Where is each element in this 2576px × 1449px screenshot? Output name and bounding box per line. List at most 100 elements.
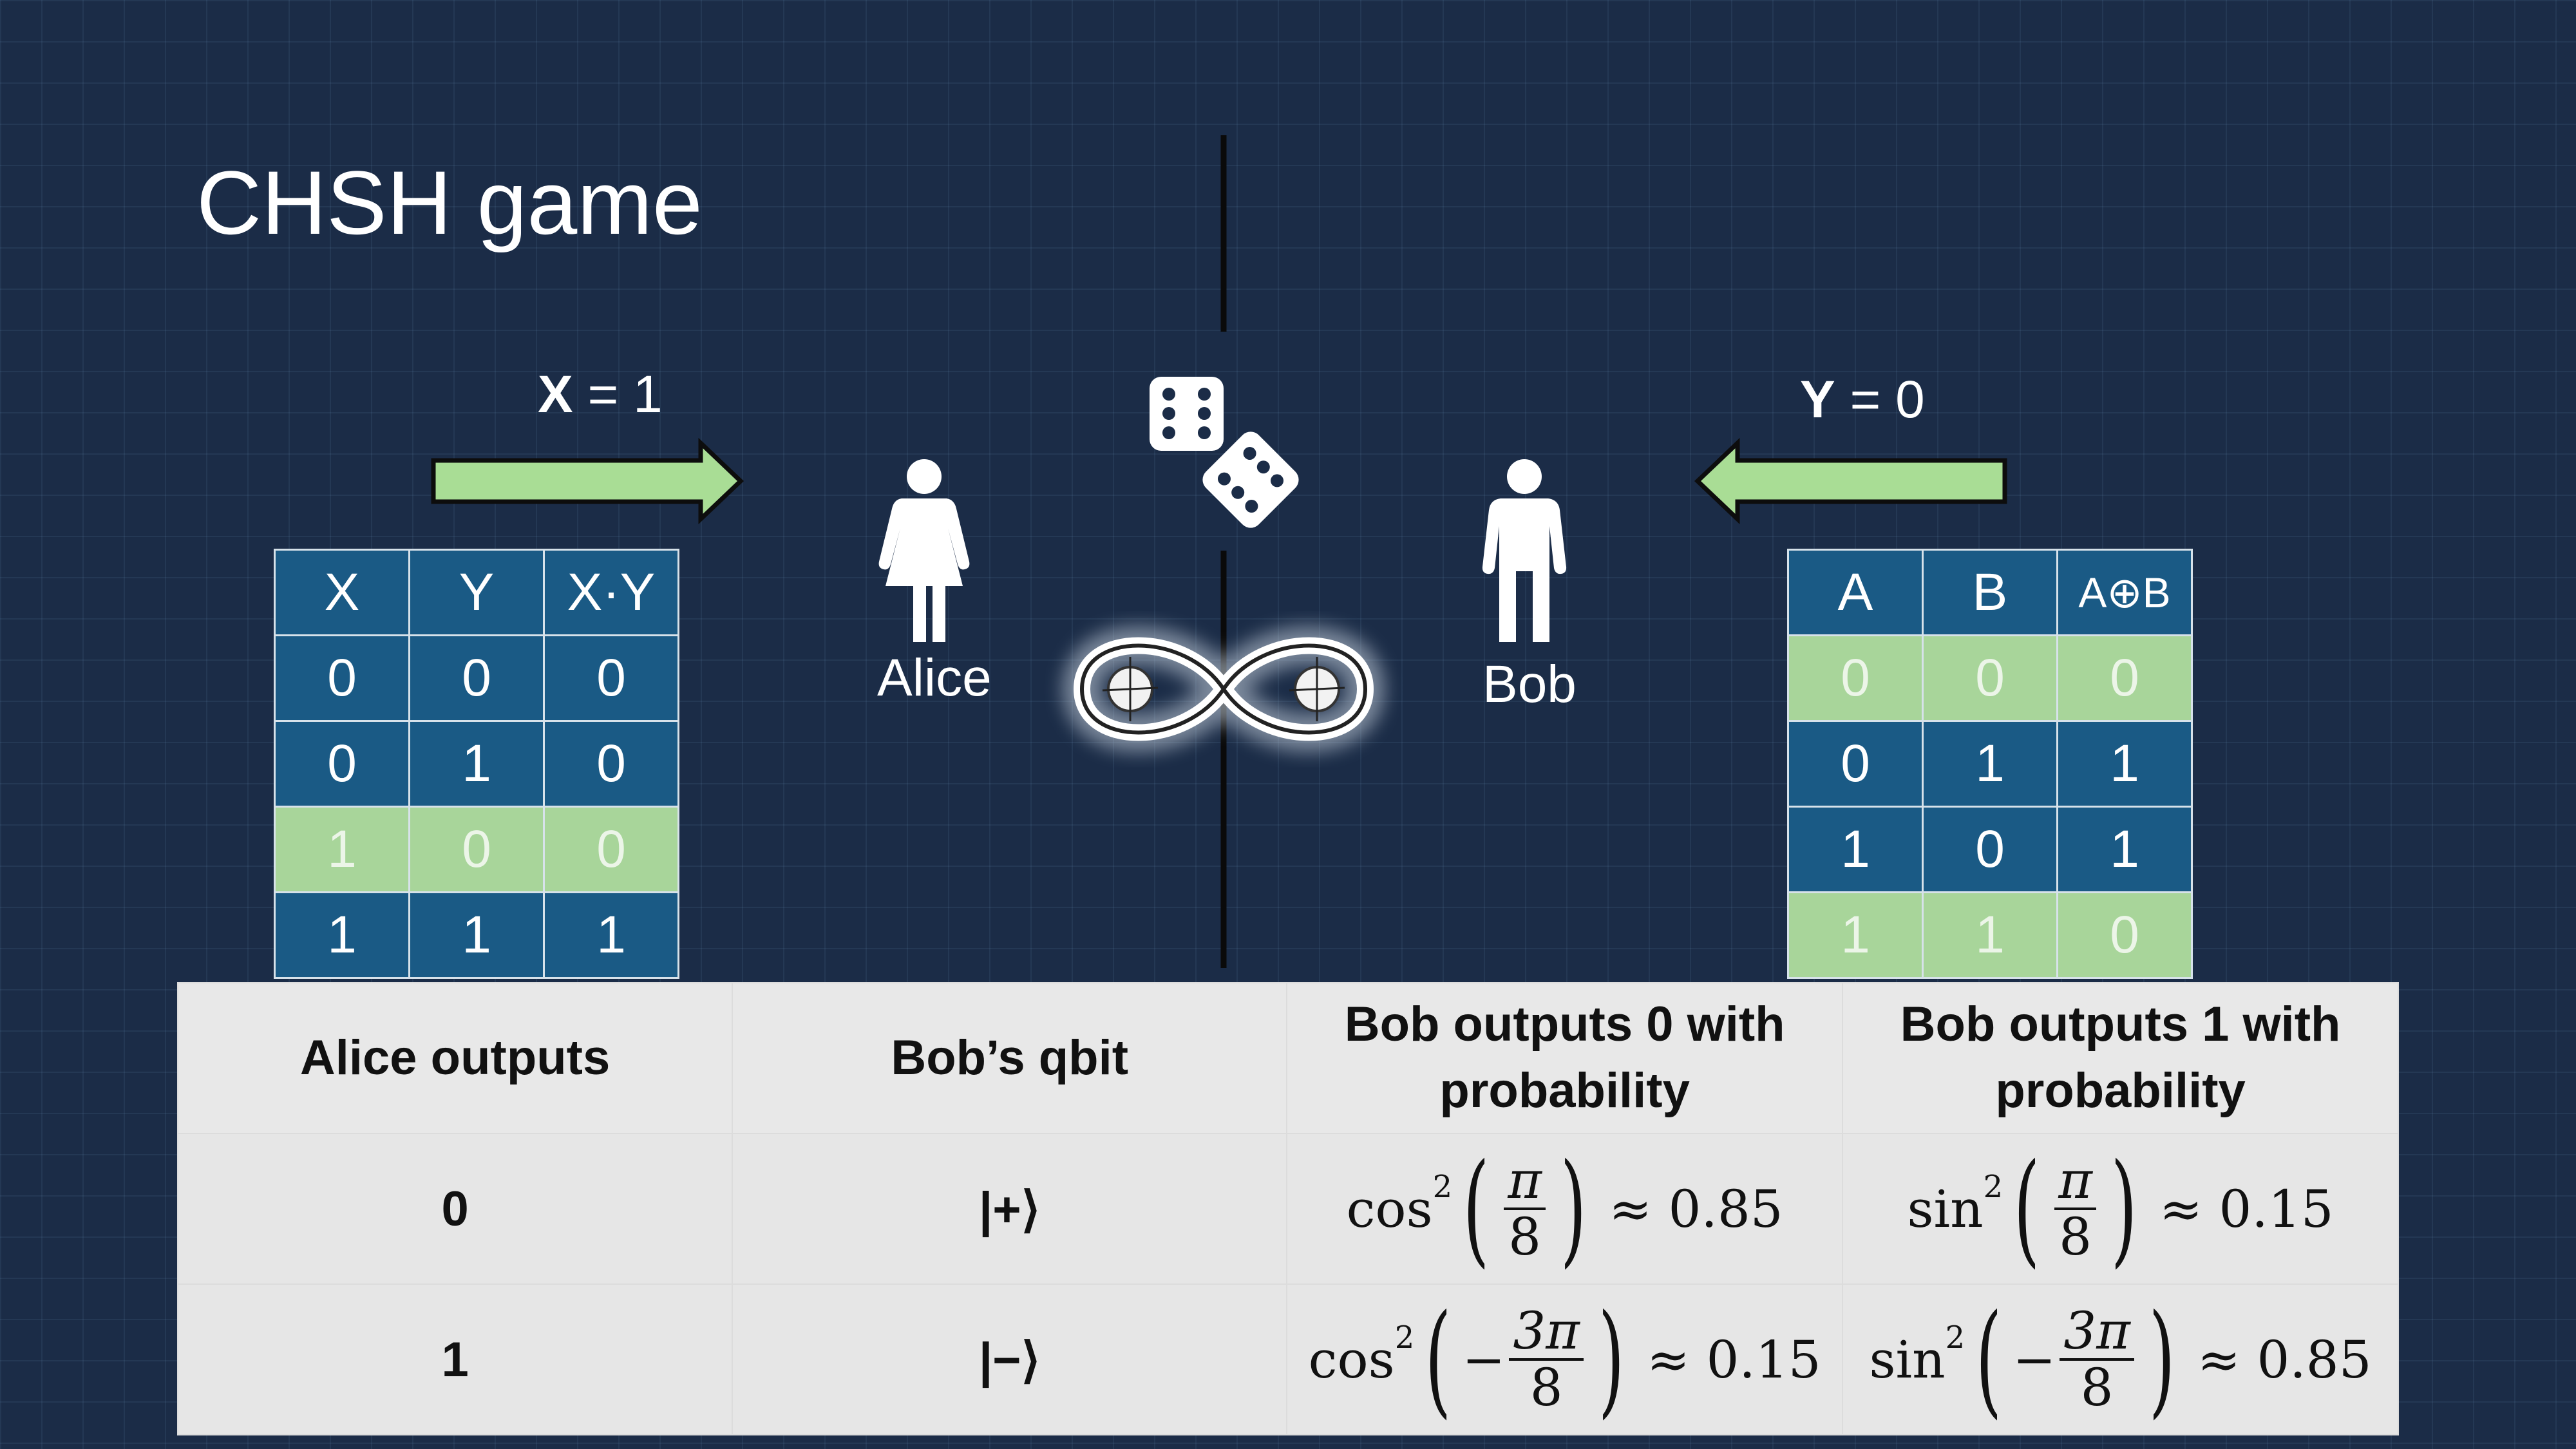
table-cell: 0 — [1787, 634, 1924, 722]
header-alice-outputs: Alice outputs — [176, 982, 734, 1134]
table-row-highlighted: 1 1 0 — [1787, 891, 2193, 979]
denominator: 8 — [1530, 1358, 1563, 1417]
y-input-label: Y = 0 — [1800, 374, 1925, 426]
table-cell: 1 — [1922, 720, 2058, 808]
approx-value: ≈ 0.15 — [2159, 1179, 2334, 1239]
paren-close: ) — [2148, 1288, 2175, 1430]
table-row-highlighted: 1 0 0 — [274, 806, 679, 893]
slide-title: CHSH game — [196, 152, 703, 253]
alice-output-cell: 1 — [176, 1283, 734, 1435]
xy-truth-table: X Y X·Y 0 0 0 0 1 0 1 0 0 1 1 1 — [274, 549, 679, 979]
bob-qbit-cell: |+⟩ — [732, 1133, 1288, 1285]
numerator: π — [2054, 1153, 2096, 1210]
numerator: π — [1504, 1153, 1546, 1210]
alice-name: Alice — [877, 649, 992, 707]
y-var: Y — [1800, 370, 1835, 429]
y-value: = 0 — [1835, 370, 1925, 429]
exponent: 2 — [1432, 1169, 1453, 1205]
dice-icon — [1150, 377, 1299, 528]
table-row: 0 1 0 — [274, 720, 679, 808]
table-header-row: X Y X·Y — [274, 549, 679, 636]
header-cell: A — [1787, 549, 1924, 636]
table-cell: 0 — [1787, 720, 1924, 808]
left-arrow — [1694, 438, 2007, 525]
entangled-qubits-icon — [1062, 626, 1385, 752]
x-input-label: X = 1 — [538, 368, 663, 421]
header-bob-qbit: Bob’s qbit — [732, 982, 1288, 1134]
table-cell: 1 — [408, 720, 545, 808]
header-cell: Y — [408, 549, 545, 636]
bob-name: Bob — [1482, 655, 1577, 714]
alice-person-icon — [878, 459, 970, 642]
table-cell: 0 — [2056, 634, 2193, 722]
table-cell: 1 — [1787, 891, 1924, 979]
table-cell: 0 — [1922, 806, 2058, 893]
x-var: X — [538, 365, 573, 424]
table-cell: 1 — [1922, 891, 2058, 979]
paren-close: ) — [2110, 1137, 2137, 1280]
probability-table: Alice outputs Bob’s qbit Bob outputs 0 w… — [176, 982, 2399, 1435]
table-row: 1 1 1 — [274, 891, 679, 979]
approx-value: ≈ 0.85 — [2197, 1329, 2372, 1390]
table-cell: 1 — [2056, 720, 2193, 808]
fn: sin — [1907, 1179, 1984, 1239]
denominator: 8 — [1508, 1207, 1542, 1267]
header-text: Bob outputs 0 with probability — [1344, 997, 1785, 1118]
table-cell: 1 — [274, 806, 410, 893]
paren-close: ) — [1560, 1137, 1587, 1280]
exponent: 2 — [1983, 1169, 2003, 1205]
exponent: 2 — [1945, 1320, 1965, 1356]
table-cell: 0 — [408, 634, 545, 722]
approx-value: ≈ 0.15 — [1647, 1329, 1821, 1390]
table-cell: 0 — [543, 720, 679, 808]
numerator: 3π — [2060, 1304, 2134, 1361]
table-cell: 1 — [1787, 806, 1924, 893]
numerator: 3π — [1509, 1304, 1584, 1361]
table-cell: 1 — [408, 891, 545, 979]
x-value: = 1 — [573, 365, 663, 424]
table-header-row: A B A⊕B — [1787, 549, 2193, 636]
paren-open: ( — [1463, 1137, 1490, 1280]
header-cell: X·Y — [543, 549, 679, 636]
sign: − — [1462, 1329, 1506, 1390]
divider-bottom — [1220, 551, 1227, 968]
denominator: 8 — [2059, 1207, 2092, 1267]
table-row: 0 1 1 — [1787, 720, 2193, 808]
table-cell: 1 — [2056, 806, 2193, 893]
table-cell: 1 — [274, 891, 410, 979]
fn: cos — [1346, 1179, 1433, 1239]
fn: sin — [1869, 1329, 1946, 1390]
table-row: 1 0 1 — [1787, 806, 2193, 893]
table-cell: 0 — [1922, 634, 2058, 722]
table-row: 0 0 0 — [274, 634, 679, 722]
divider-top — [1220, 135, 1227, 332]
table-cell: 0 — [408, 806, 545, 893]
right-arrow — [431, 438, 744, 525]
approx-value: ≈ 0.85 — [1609, 1179, 1783, 1239]
table-cell: 0 — [274, 720, 410, 808]
table-cell: 0 — [543, 634, 679, 722]
ab-truth-table: A B A⊕B 0 0 0 0 1 1 1 0 1 1 1 0 — [1787, 549, 2193, 979]
header-bob-outputs-0: Bob outputs 0 with probability — [1286, 982, 1844, 1134]
table-cell: 1 — [543, 891, 679, 979]
table-cell: 0 — [274, 634, 410, 722]
header-cell: X — [274, 549, 410, 636]
table-cell: 0 — [543, 806, 679, 893]
bob-person-icon — [1482, 459, 1567, 642]
paren-open: ( — [1975, 1288, 2002, 1430]
header-cell: A⊕B — [2056, 549, 2193, 636]
paren-open: ( — [1425, 1288, 1452, 1430]
